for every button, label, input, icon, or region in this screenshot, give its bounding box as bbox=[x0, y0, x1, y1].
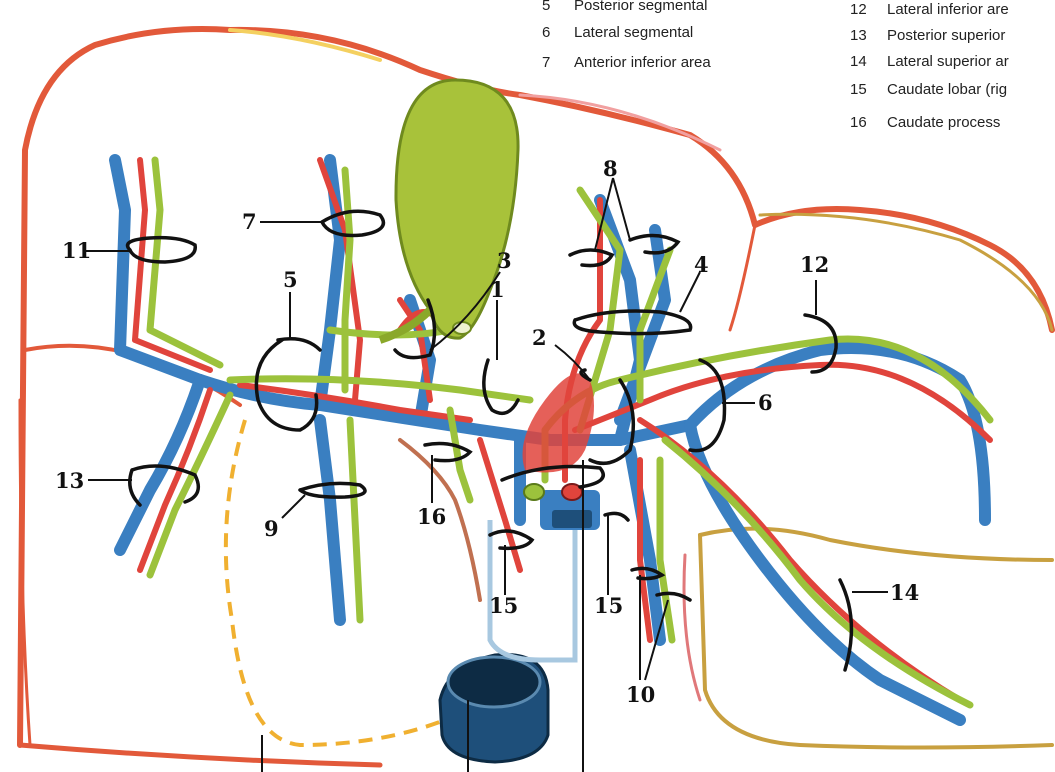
legend-num-15: 15 bbox=[850, 81, 867, 98]
callout-16: 16 bbox=[417, 504, 446, 529]
legend-label-14: Lateral superior ar bbox=[887, 53, 1009, 70]
callout-6: 6 bbox=[758, 390, 773, 415]
legend-label-7: Anterior inferior area bbox=[574, 54, 711, 71]
legend-num-12: 12 bbox=[850, 1, 867, 18]
callout-11: 11 bbox=[62, 238, 91, 263]
legend-left-column: 5 Posterior segmental 6 Lateral segmenta… bbox=[542, 0, 711, 71]
callout-13: 13 bbox=[55, 468, 84, 493]
hilum-confluence bbox=[523, 373, 601, 530]
legend-num-14: 14 bbox=[850, 53, 867, 70]
callout-3: 3 bbox=[497, 248, 512, 273]
callout-12: 12 bbox=[800, 252, 829, 277]
legend-label-12: Lateral inferior are bbox=[887, 1, 1009, 18]
legend-num-7: 7 bbox=[542, 54, 550, 71]
callout-15-right: 15 bbox=[594, 593, 623, 618]
legend-label-15: Caudate lobar (rig bbox=[887, 81, 1007, 98]
legend-num-5: 5 bbox=[542, 0, 550, 14]
legend-num-13: 13 bbox=[850, 27, 867, 44]
callout-10: 10 bbox=[626, 682, 655, 707]
callout-8: 8 bbox=[603, 156, 618, 181]
legend-num-16: 16 bbox=[850, 114, 867, 131]
callout-5: 5 bbox=[283, 267, 298, 292]
legend-label-5: Posterior segmental bbox=[574, 0, 707, 14]
legend-label-16: Caudate process bbox=[887, 114, 1000, 131]
callout-4: 4 bbox=[694, 252, 709, 277]
callout-2: 2 bbox=[532, 325, 547, 350]
legend-label-6: Lateral segmental bbox=[574, 24, 693, 41]
callout-7: 7 bbox=[242, 209, 257, 234]
inferior-vena-cava bbox=[440, 520, 575, 762]
legend: 5 Posterior segmental 6 Lateral segmenta… bbox=[542, 0, 1009, 131]
callout-15-left: 15 bbox=[489, 593, 518, 618]
callout-9: 9 bbox=[264, 516, 279, 541]
callout-14: 14 bbox=[890, 580, 919, 605]
legend-num-6: 6 bbox=[542, 24, 550, 41]
callout-1: 1 bbox=[490, 277, 505, 302]
legend-right-column: 12 Lateral inferior are 13 Posterior sup… bbox=[850, 1, 1009, 131]
legend-label-13: Posterior superior bbox=[887, 27, 1005, 44]
